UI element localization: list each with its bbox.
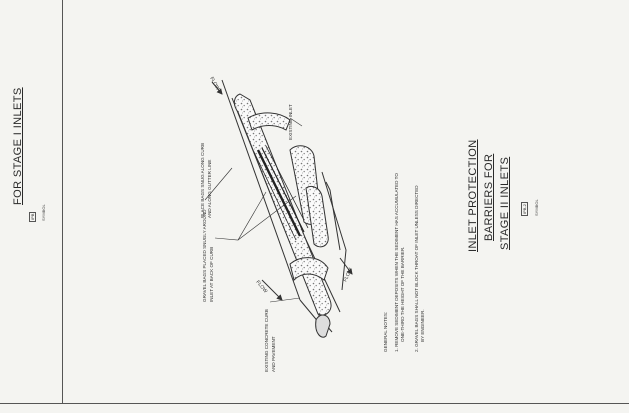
existing-curb-label-2: AND PAVEMENT [271,336,276,372]
bottom-gravel-bag [289,257,329,281]
gravel-bags-label-2: INLET AT BACK OF CURB [209,247,214,302]
existing-curb-label-1: EXISTING CONCRETE CURB [264,309,269,372]
bottom-border-line [0,403,629,404]
note-1-line-1: 1. REMOVE SEDIMENT DEPOSITS WHEN THE SED… [394,173,399,352]
flow-arrows [211,81,353,301]
place-bags-label-1: PLACE BAGS SNUG ALONG CURB [200,143,205,218]
drawing-title-line-1: INLET PROTECTION [467,139,479,252]
flow-label-top: FLOW [208,76,221,92]
curb-side-gravel-bag [305,185,329,248]
drawing-title-line-3: STAGE II INLETS [499,156,511,250]
panel-divider-line [62,0,63,403]
inlet-grate [253,145,309,241]
existing-inlet-label: EXISTING INLET [288,104,293,140]
top-gravel-bag [247,112,291,131]
flow-label-right: FLOW [342,267,354,283]
note-2-line-2: BY ENGINEER. [420,309,425,342]
drawing-symbol-label: SYMBOL [534,199,539,216]
pavement-end-cap [315,314,331,338]
general-notes-heading: GENERAL NOTES: [383,312,388,352]
drawing-box-label: IPB-2 [521,201,528,216]
place-bags-label-2: AND ALONG GUTTER LINE [207,160,212,218]
note-2-line-1: 2. GRAVEL BAGS SHALL NOT BLOCK THROAT OF… [414,185,419,352]
note-1-line-2: ONE-THIRD THE HEIGHT OF THE BARRIER. [400,247,405,342]
gravel-bags-label-1: GRAVEL BAGS PLACED SNUGLY AROUND [202,209,207,302]
leader-lines [204,117,303,303]
flow-label-left: FLOW [254,279,268,294]
drawing-title-line-2: BARRIERS FOR [483,153,495,241]
